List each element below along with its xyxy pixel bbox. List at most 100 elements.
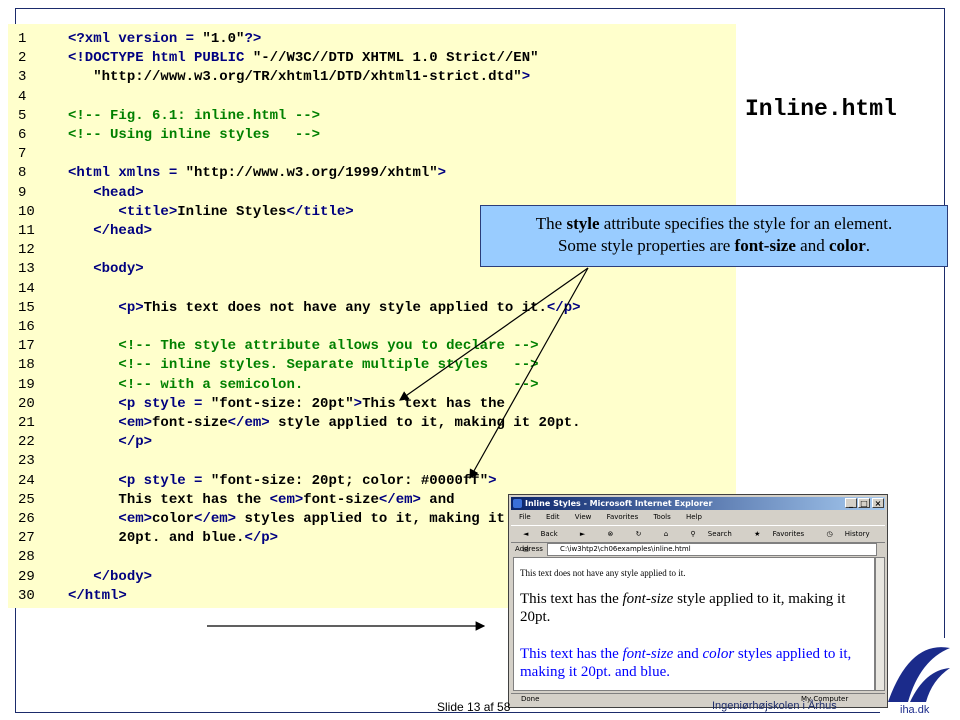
line-number: 2 (18, 50, 27, 67)
back-button[interactable]: ◄ Back (523, 530, 558, 538)
line-number: 19 (18, 376, 35, 393)
maximize-button[interactable]: □ (858, 498, 870, 508)
menu-favorites[interactable]: Favorites (606, 513, 639, 521)
line-number: 9 (18, 184, 27, 201)
code-text: "http://www.w3.org/TR/xhtml1/DTD/xhtml1-… (93, 69, 531, 86)
mail-button[interactable]: ✉ (517, 546, 533, 554)
code-line: 14 (8, 280, 736, 299)
code-line: 20 <p style = "font-size: 20pt">This tex… (8, 395, 736, 414)
frame-top-line (15, 8, 945, 9)
code-text: <p style = "font-size: 20pt; color: #000… (118, 472, 497, 489)
code-line: 4 (8, 88, 736, 107)
browser-viewport: This text does not have any style applie… (513, 557, 875, 691)
forward-button[interactable]: ► (574, 530, 589, 538)
code-line: 9 <head> (8, 184, 736, 203)
code-line: 26 <em>color</em> styles applied to it, … (8, 510, 736, 529)
code-line: 13 <body> (8, 260, 736, 279)
rendered-paragraph-2: This text has the font-size style applie… (520, 591, 846, 625)
line-number: 29 (18, 568, 35, 585)
line-number: 11 (18, 223, 35, 239)
line-number: 23 (18, 453, 35, 470)
code-text: <em>font-size</em> style applied to it, … (118, 415, 581, 431)
code-text: <!-- Fig. 6.1: inline.html --> (68, 107, 321, 124)
vertical-scrollbar[interactable] (875, 557, 885, 691)
code-text: <!-- inline styles. Separate multiple st… (118, 357, 539, 374)
minimize-button[interactable]: _ (845, 498, 857, 508)
logo-text: iha.dk (900, 704, 930, 715)
stop-icon: ⊗ (607, 530, 614, 538)
code-text: <em>color</em> styles applied to it, mak… (118, 511, 505, 527)
address-bar: Address C:\iw3htp2\ch06examples\inline.h… (511, 542, 885, 556)
forward-arrow-icon: ► (579, 530, 586, 538)
code-line: 24 <p style = "font-size: 20pt; color: #… (8, 472, 736, 491)
menu-file[interactable]: File (519, 513, 531, 521)
line-number: 17 (18, 338, 35, 355)
code-line: 11 </head> (8, 222, 736, 241)
footer-institution: Ingeniørhøjskolen i Århus (712, 700, 837, 712)
browser-title-bar: Inline Styles - Microsoft Internet Explo… (511, 497, 885, 510)
favorites-button[interactable]: ★ Favorites (754, 530, 805, 538)
line-number: 27 (18, 530, 35, 547)
code-line: 8 <html xmlns = "http://www.w3.org/1999/x… (8, 164, 736, 183)
menu-edit[interactable]: Edit (545, 513, 560, 521)
code-line: 1<?xml version = "1.0"?> (8, 30, 736, 49)
code-line: 21 <em>font-size</em> style applied to i… (8, 414, 736, 433)
refresh-button[interactable]: ↻ (630, 530, 646, 538)
code-line: 12 (8, 241, 736, 260)
code-line: 22 </p> (8, 433, 736, 452)
home-icon: ⌂ (663, 530, 669, 538)
history-icon: ◷ (826, 530, 833, 538)
code-text: </head> (93, 223, 153, 239)
line-number: 15 (18, 299, 35, 316)
code-line: 27 20pt. and blue.</p> (8, 529, 736, 548)
code-line: 6<!-- Using inline styles --> (8, 126, 736, 145)
line-number: 13 (18, 261, 35, 278)
line-number: 26 (18, 511, 35, 527)
menu-help[interactable]: Help (685, 513, 702, 521)
line-number: 5 (18, 107, 27, 124)
address-value: C:\iw3htp2\ch06examples\inline.html (560, 545, 691, 553)
iha-logo: iha.dk (888, 647, 950, 715)
code-line: 25 This text has the <em>font-size</em> … (8, 491, 736, 510)
line-number: 25 (18, 491, 35, 508)
code-line: 23 (8, 452, 736, 471)
ie-logo-icon (513, 499, 522, 508)
address-label: Address (515, 545, 543, 553)
history-button[interactable]: ◷ History (826, 530, 870, 538)
code-line: 29 </body> (8, 568, 736, 587)
code-text: <title>Inline Styles</title> (118, 203, 354, 220)
home-button[interactable]: ⌂ (658, 530, 672, 538)
code-line: 19 <!-- with a semicolon. --> (8, 376, 736, 395)
line-number: 12 (18, 242, 35, 259)
code-line: 10 <title>Inline Styles</title> (8, 203, 736, 222)
code-text: </body> (93, 568, 153, 585)
back-arrow-icon: ◄ (523, 530, 529, 538)
line-number: 6 (18, 127, 27, 143)
callout-line-1: The style attribute specifies the style … (535, 214, 893, 233)
stop-button[interactable]: ⊗ (601, 530, 617, 538)
slide-number: Slide 13 af 58 (437, 700, 511, 714)
rendered-paragraph-1: This text does not have any style applie… (520, 568, 686, 578)
search-button[interactable]: ⚲ Search (690, 530, 732, 538)
close-button[interactable]: × (872, 498, 884, 508)
code-line: 30</html> (8, 587, 736, 606)
callout-box: The style attribute specifies the style … (480, 205, 948, 267)
line-number: 16 (18, 319, 35, 335)
menu-tools[interactable]: Tools (653, 513, 671, 521)
status-bar: Done My Computer (511, 693, 885, 705)
line-number: 10 (18, 203, 35, 220)
code-text: <html xmlns = "http://www.w3.org/1999/xh… (68, 165, 447, 182)
code-text: <p style = "font-size: 20pt">This text h… (118, 395, 505, 412)
code-text: 20pt. and blue.</p> (118, 530, 279, 547)
address-input[interactable]: C:\iw3htp2\ch06examples\inline.html (547, 543, 877, 556)
refresh-icon: ↻ (635, 530, 642, 538)
code-text: <!DOCTYPE html PUBLIC "-//W3C//DTD XHTML… (68, 50, 539, 67)
line-number: 8 (18, 165, 27, 182)
menu-view[interactable]: View (574, 513, 592, 521)
code-text: <body> (93, 261, 144, 278)
code-text: </p> (118, 434, 153, 451)
search-icon: ⚲ (690, 530, 696, 538)
code-line: 15 <p>This text does not have any style … (8, 299, 736, 318)
code-text: <!-- The style attribute allows you to d… (118, 338, 539, 355)
callout-line-2: Some style properties are font-size and … (557, 236, 871, 255)
